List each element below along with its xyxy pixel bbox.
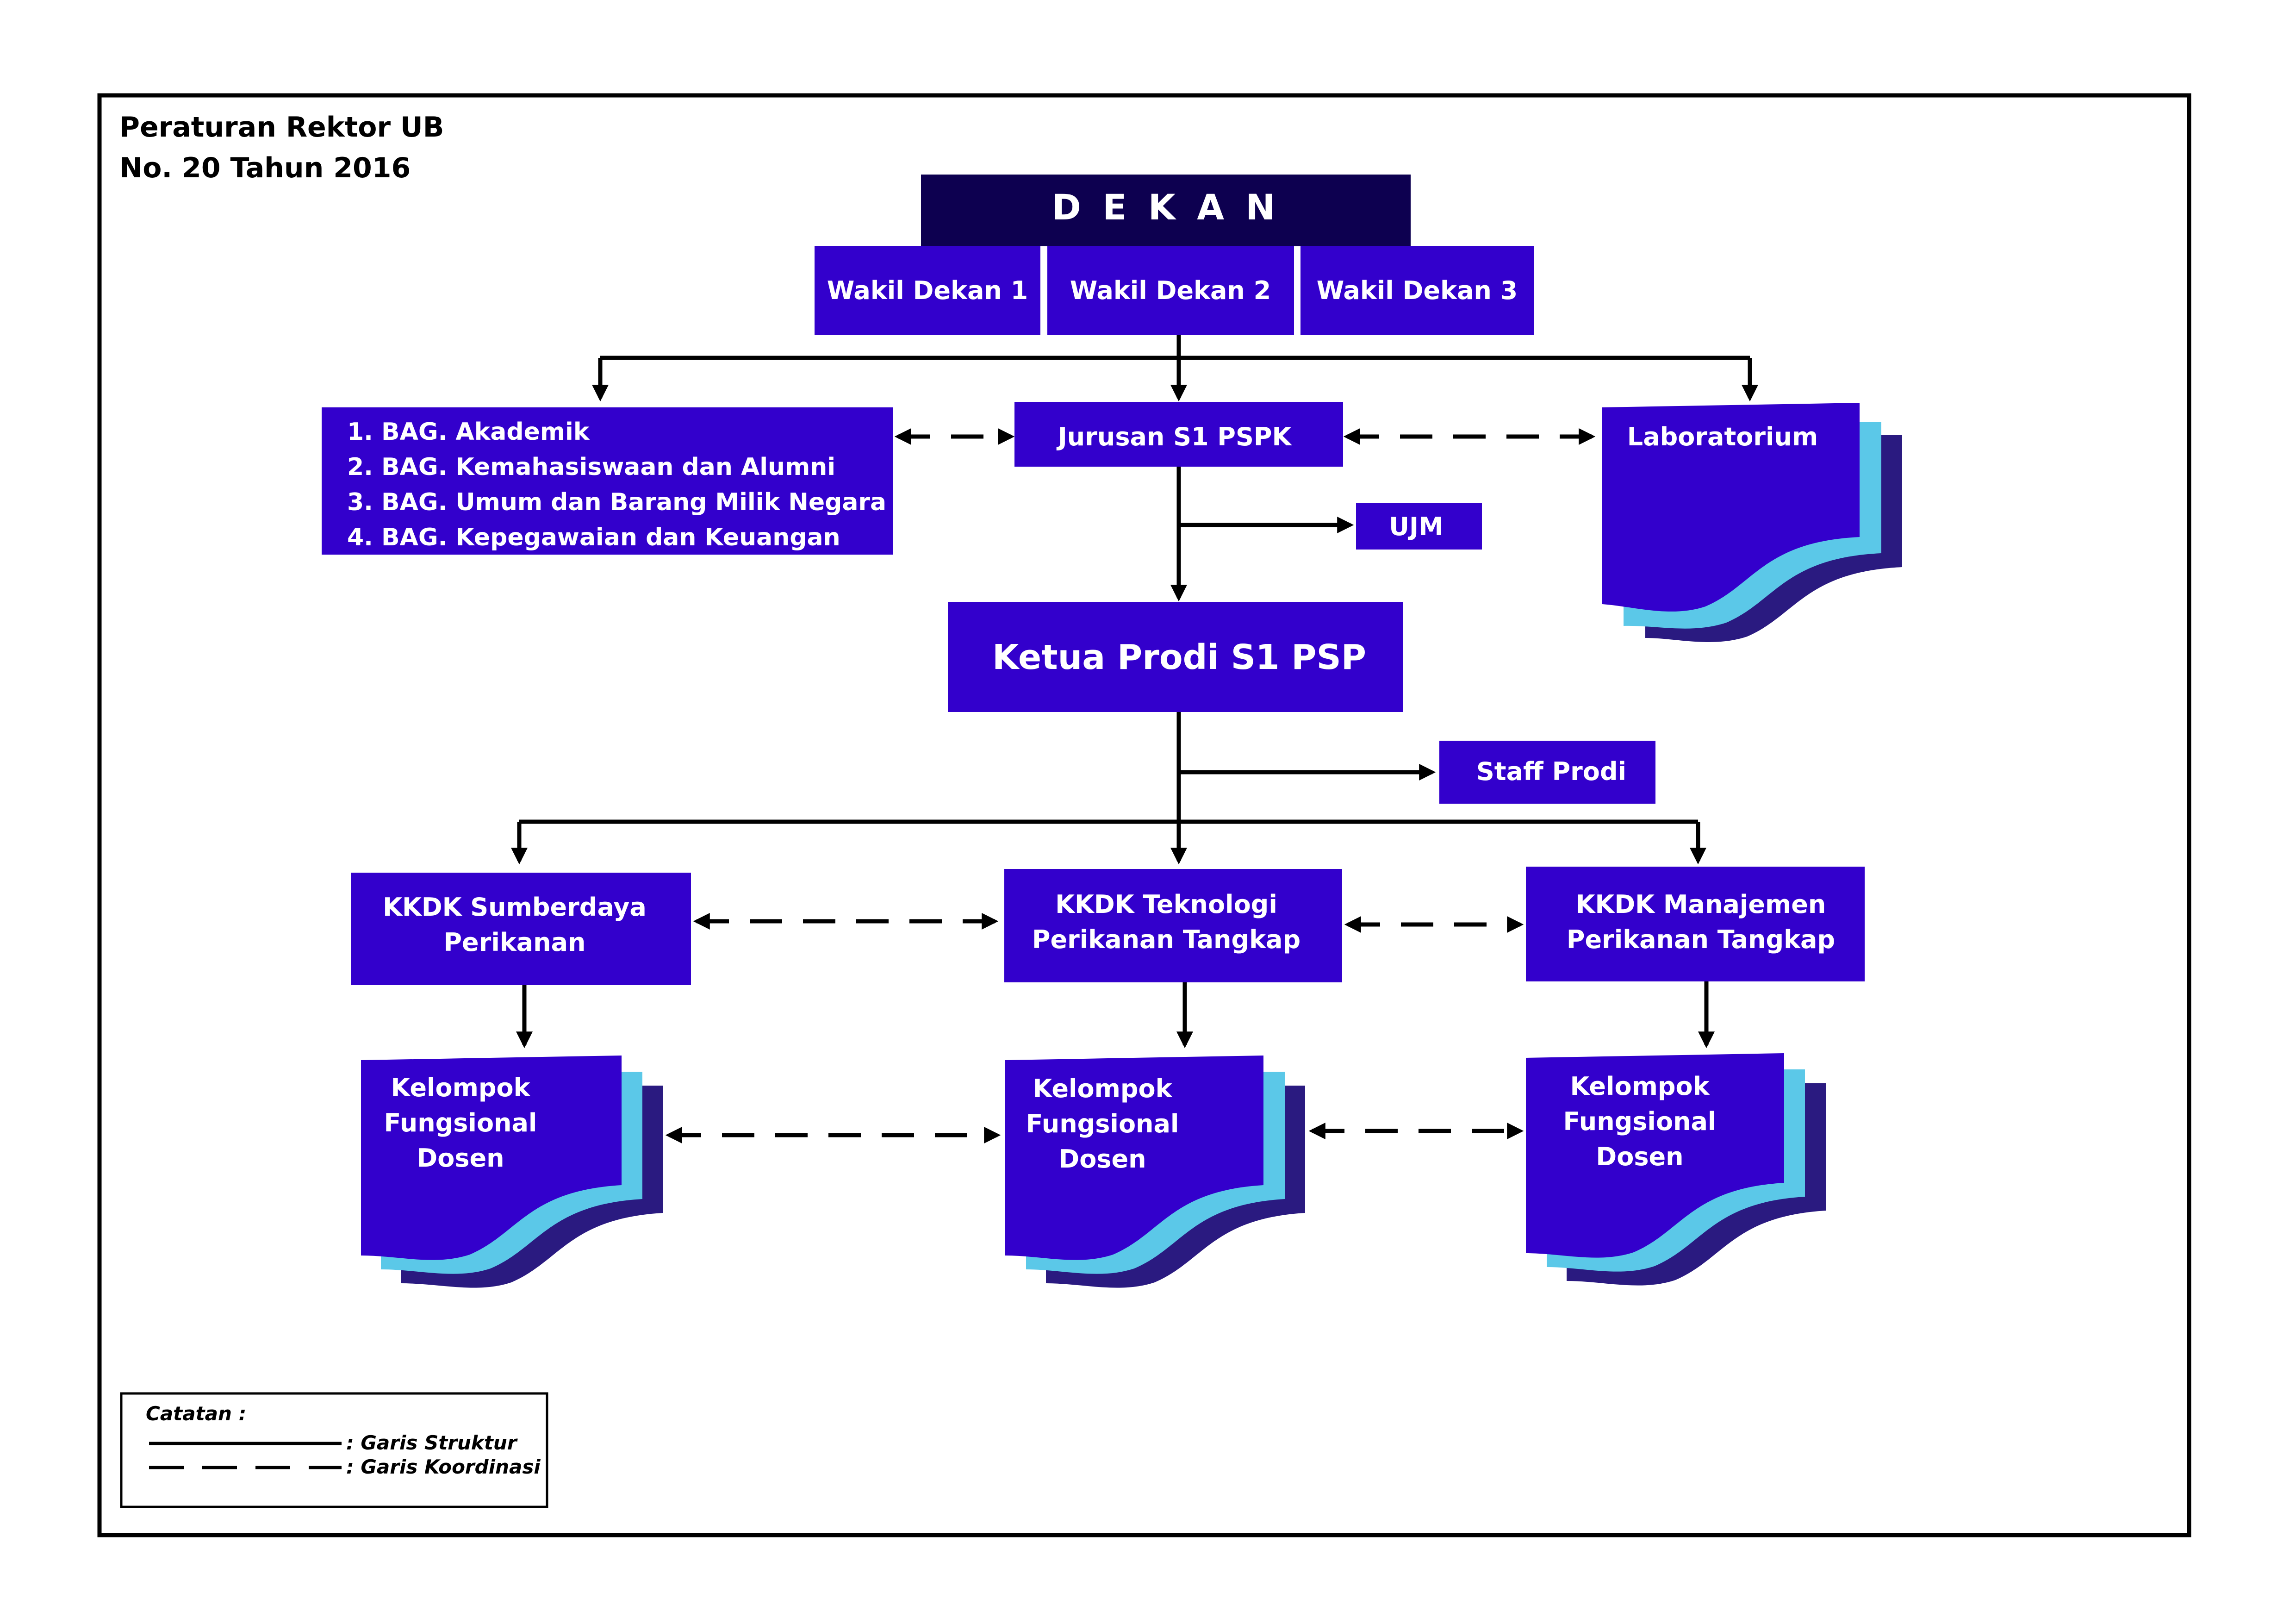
wakil-dekan-2-label: Wakil Dekan 2 [1070, 276, 1271, 305]
kelompok-3-label-line3: Dosen [1596, 1142, 1683, 1171]
kelompok-3-label-line1: Kelompok [1570, 1072, 1710, 1101]
ketua-prodi-box [948, 602, 1403, 712]
kelompok-2-label-line3: Dosen [1058, 1144, 1146, 1174]
kelompok-1-node: Kelompok Fungsional Dosen [361, 1056, 663, 1288]
staff-prodi-label: Staff Prodi [1476, 757, 1626, 786]
laboratorium-node: Laboratorium [1602, 403, 1902, 642]
kkdk-3-node: KKDK Manajemen Perikanan Tangkap [1526, 867, 1865, 981]
kelompok-2-box [1005, 1056, 1263, 1260]
ketua-prodi-label: Ketua Prodi S1 PSP [992, 637, 1366, 677]
wakil-dekan-2-node: Wakil Dekan 2 [1047, 246, 1294, 335]
ujm-node: UJM [1356, 503, 1482, 550]
coordination-lines [665, 428, 1596, 1143]
legend-solid-label: : Garis Struktur [346, 1431, 518, 1454]
kkdk-1-label-line1: KKDK Sumberdaya [383, 893, 647, 922]
jurusan-node: Jurusan S1 PSPK [1014, 402, 1343, 467]
kelompok-3-node: Kelompok Fungsional Dosen [1526, 1053, 1826, 1286]
kkdk-3-box [1526, 867, 1865, 981]
header-regulation-title: Peraturan Rektor UB [119, 111, 444, 144]
bag-node: 1. BAG. Akademik 2. BAG. Kemahasiswaan d… [322, 407, 893, 555]
wakil-dekan-3-label: Wakil Dekan 3 [1317, 276, 1518, 305]
kelompok-2-node: Kelompok Fungsional Dosen [1005, 1056, 1305, 1288]
kkdk-2-label-line2: Perikanan Tangkap [1032, 925, 1300, 954]
kelompok-1-label-line3: Dosen [417, 1143, 504, 1173]
wakil-dekan-1-node: Wakil Dekan 1 [815, 246, 1040, 335]
wakil-dekan-1-label: Wakil Dekan 1 [827, 276, 1028, 305]
dekan-node: D E K A N [921, 175, 1411, 246]
bag-box [322, 407, 893, 555]
kelompok-1-box [361, 1056, 622, 1260]
kelompok-2-label-line1: Kelompok [1033, 1074, 1172, 1103]
bag-item-1: 1. BAG. Akademik [347, 418, 590, 446]
kkdk-2-label-line1: KKDK Teknologi [1055, 890, 1277, 919]
kelompok-1-label-line2: Fungsional [384, 1108, 537, 1137]
legend: Catatan : : Garis Struktur : Garis Koord… [120, 1392, 548, 1508]
bag-item-3: 3. BAG. Umum dan Barang Milik Negara [347, 488, 886, 516]
kkdk-3-label-line2: Perikanan Tangkap [1567, 925, 1835, 954]
wakil-dekan-3-box [1300, 246, 1534, 335]
kkdk-1-label-line2: Perikanan [443, 928, 585, 957]
jurusan-label: Jurusan S1 PSPK [1056, 422, 1293, 451]
outer-frame [97, 93, 2191, 1537]
wakil-dekan-3-node: Wakil Dekan 3 [1300, 246, 1534, 335]
kkdk-1-node: KKDK Sumberdaya Perikanan [351, 873, 691, 985]
legend-dashed-label: : Garis Koordinasi [346, 1455, 541, 1478]
kelompok-3-box [1526, 1053, 1784, 1258]
dekan-label: D E K A N [1052, 187, 1280, 228]
legend-title: Catatan : [146, 1402, 246, 1425]
kkdk-2-node: KKDK Teknologi Perikanan Tangkap [1004, 869, 1342, 982]
header-regulation-number: No. 20 Tahun 2016 [119, 152, 411, 184]
wakil-dekan-1-box [815, 246, 1040, 335]
bag-item-2: 2. BAG. Kemahasiswaan dan Alumni [347, 453, 835, 481]
kkdk-1-box [351, 873, 691, 985]
bag-item-4: 4. BAG. Kepegawaian dan Keuangan [347, 524, 840, 551]
kelompok-3-label-line2: Fungsional [1563, 1107, 1717, 1136]
kelompok-2-label-line2: Fungsional [1026, 1109, 1179, 1138]
ketua-prodi-node: Ketua Prodi S1 PSP [948, 602, 1403, 712]
staff-prodi-node: Staff Prodi [1439, 741, 1655, 804]
laboratorium-label: Laboratorium [1627, 422, 1818, 451]
laboratorium-box [1602, 403, 1860, 612]
wakil-dekan-2-box [1047, 246, 1294, 335]
staff-prodi-box [1439, 741, 1655, 804]
legend-box [120, 1392, 548, 1508]
kkdk-2-box [1004, 869, 1342, 982]
kelompok-1-label-line1: Kelompok [391, 1073, 530, 1102]
dekan-box [921, 175, 1411, 246]
kkdk-3-label-line1: KKDK Manajemen [1576, 890, 1826, 919]
structure-lines [511, 335, 1758, 1049]
ujm-box [1356, 503, 1482, 550]
ujm-label: UJM [1389, 512, 1444, 541]
jurusan-box [1014, 402, 1343, 467]
